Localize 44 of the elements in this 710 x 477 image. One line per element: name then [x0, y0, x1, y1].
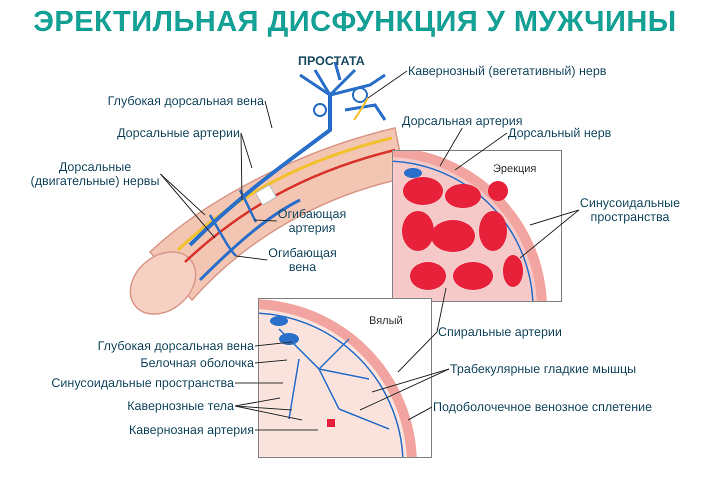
callout-label: Огибающая артерия	[262, 207, 362, 235]
leader-line	[254, 220, 278, 222]
leader-line	[264, 100, 272, 128]
callout-label: Подоболочечное венозное сплетение	[433, 400, 683, 414]
title: ЭРЕКТИЛЬНАЯ ДИСФУНКЦИЯ У МУЖЧИНЫ	[32, 6, 678, 39]
leader-line	[530, 210, 580, 226]
callout-label: Дорсальные артерии	[50, 126, 240, 140]
leader-line	[368, 70, 408, 98]
callout-label: Кавернозные тела	[40, 399, 234, 413]
callout-label: Спиральные артерии	[438, 325, 638, 339]
callout-label: Синусоидальные пространства	[560, 196, 700, 224]
callout-label: Синусоидальные пространства	[20, 376, 234, 390]
callout-label: Кавернозный (вегетативный) нерв	[408, 64, 668, 78]
leader-line	[254, 360, 288, 364]
organ-label: ПРОСТАТА	[298, 54, 365, 68]
leader-line	[254, 342, 292, 346]
leader-line	[372, 368, 450, 392]
leader-line	[234, 406, 302, 420]
callout-label: Дорсальный нерв	[508, 126, 628, 140]
panel-caption: Эрекция	[493, 163, 536, 175]
callout-label: Глубокая дорсальная вена	[28, 94, 264, 108]
leader-line	[408, 406, 432, 420]
leader-line	[454, 132, 508, 170]
leader-line	[234, 382, 284, 384]
leader-line	[240, 132, 242, 200]
callout-label: Глубокая дорсальная вена	[20, 339, 254, 353]
leader-line	[236, 256, 268, 260]
leader-line	[360, 368, 450, 410]
callout-label: Белочная оболочка	[40, 356, 254, 370]
callout-label: Дорсальные (двигательные) нервы	[25, 160, 165, 188]
callout-label: Дорсальная артерия	[402, 114, 552, 128]
leader-line	[160, 174, 216, 238]
leader-line	[240, 132, 252, 168]
callout-label: Кавернозная артерия	[40, 423, 254, 437]
leader-line	[160, 174, 206, 216]
callout-label: Огибающая вена	[255, 246, 350, 274]
leader-line	[234, 406, 292, 410]
panel-caption: Вялый	[369, 315, 403, 327]
leader-line	[436, 288, 446, 332]
leader-line	[440, 128, 463, 166]
callout-label: Трабекулярные гладкие мышцы	[450, 362, 670, 376]
leader-line	[234, 398, 280, 406]
leader-line	[398, 332, 438, 372]
leader-line	[520, 210, 580, 258]
